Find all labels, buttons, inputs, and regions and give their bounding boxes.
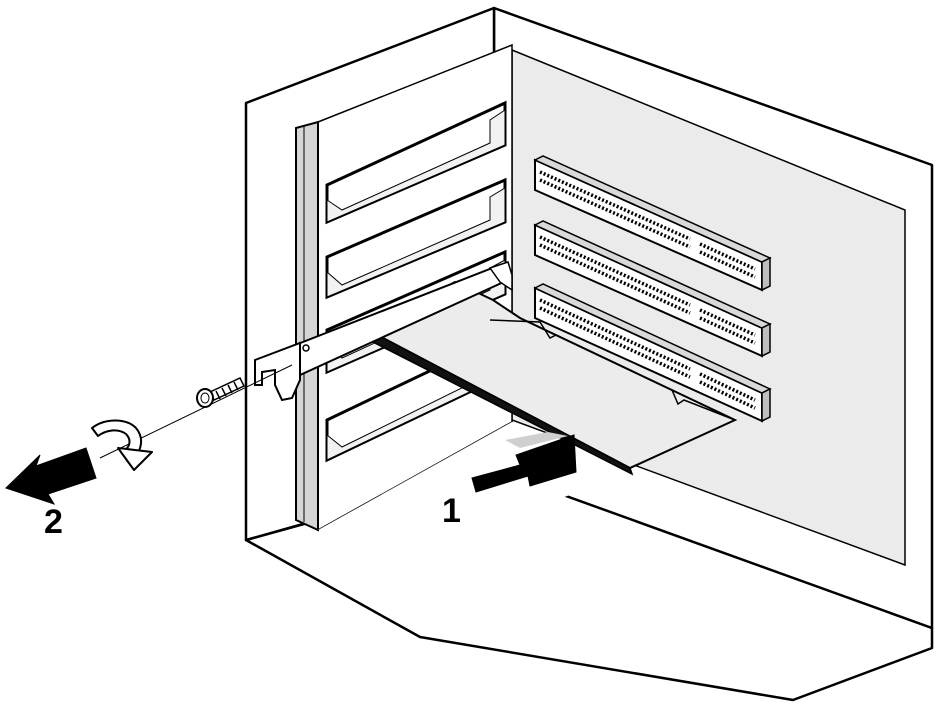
- card-bracket: [254, 261, 513, 402]
- step-2-label: 2: [44, 503, 63, 541]
- step-2-arrow: [5, 447, 97, 505]
- expansion-slots: [533, 155, 772, 423]
- expansion-slot: [533, 220, 772, 358]
- mounting-rail: [295, 120, 319, 532]
- bracket-opening: [325, 100, 507, 225]
- push-arrow-icon: [5, 447, 97, 505]
- bracket-top-lip: [488, 261, 513, 292]
- step-1-arrow: [471, 432, 577, 493]
- bracket-opening: [325, 177, 507, 300]
- rotate-clockwise-icon: [91, 419, 153, 471]
- pci-card-edge-connector: [489, 319, 736, 421]
- step-1-label: 1: [442, 492, 461, 530]
- expansion-slot: [533, 155, 772, 292]
- rail-screw-hole: [302, 344, 310, 352]
- push-arrow-icon: [471, 434, 577, 493]
- screw-icon: [196, 377, 246, 408]
- expansion-slot: [533, 283, 772, 423]
